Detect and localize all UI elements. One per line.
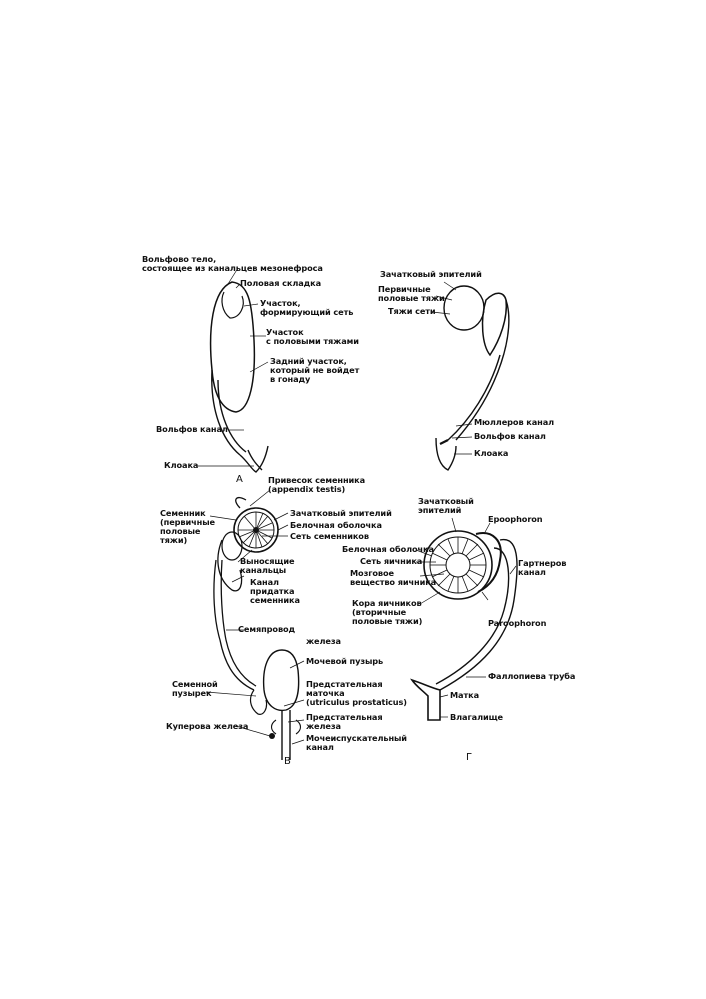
male-tract-drawing	[205, 489, 305, 760]
label-efferent-ducts: Выносящие канальцы	[240, 556, 295, 575]
label-prostatic-utricle: Предстательная маточка (utriculus prosta…	[306, 679, 407, 707]
label-gland: железа	[306, 636, 341, 646]
label-wolffian-body: Вольфово тело, состоящее из канальцев ме…	[142, 254, 323, 273]
panel-letter-g: Г	[466, 752, 473, 763]
label-wolffian-duct-b: Вольфов канал	[474, 431, 546, 441]
label-prostate: Предстательная железа	[306, 712, 383, 731]
label-germinal-epithelium-b: Зачатковый эпителий	[380, 269, 482, 279]
label-cowper: Куперова железа	[166, 721, 249, 731]
label-gartner: Гартнеров канал	[518, 558, 567, 577]
label-genital-fold: Половая складка	[240, 278, 322, 288]
panel-letter-a: А	[236, 474, 243, 485]
label-vas-deferens: Семяпровод	[238, 624, 296, 634]
label-epididymis-duct: Канал придатка семенника	[250, 577, 300, 605]
label-tunica-albuginea-v: Белочная оболочка	[290, 520, 382, 530]
label-seminal-vesicle: Семенной пузырек	[172, 679, 218, 698]
female-tract-drawing	[410, 517, 518, 721]
label-rete-testis: Сеть семенников	[290, 531, 369, 541]
label-mullerian-duct: Мюллеров канал	[474, 417, 555, 427]
label-cortex: Кора яичников (вторичные половые тяжи)	[352, 598, 423, 626]
label-rete-ovarii: Сеть яичника	[360, 556, 423, 566]
label-urethra: Мочеиспускательный канал	[306, 733, 407, 752]
label-posterior-region: Задний участок, который не войдет в гона…	[270, 356, 360, 384]
label-fallopian: Фаллопиева труба	[488, 671, 576, 681]
label-cords-region: Участок с половыми тяжами	[266, 327, 359, 346]
label-medulla: Мозговое вещество яичника	[350, 568, 437, 587]
label-wolffian-duct-a: Вольфов канал	[156, 424, 228, 434]
embryo-b-drawing	[431, 281, 510, 471]
label-tunica-albuginea-g: Белочная оболочка	[342, 544, 434, 554]
label-uterus: Матка	[450, 690, 479, 700]
label-appendix-testis: Привесок семенника (appendix testis)	[268, 475, 366, 494]
label-vagina: Влагалище	[450, 712, 504, 722]
label-epoophoron: Epoophoron	[488, 514, 543, 524]
label-paroophoron: Paroophoron	[488, 618, 547, 628]
panel-letter-v: В	[284, 756, 291, 767]
label-rete-region: Участок, формирующий сеть	[260, 298, 354, 317]
label-germinal-epithelium-g: Зачатковый эпителий	[418, 496, 474, 515]
label-rete-cords: Тяжи сети	[388, 306, 436, 316]
label-germinal-epithelium-v: Зачатковый эпителий	[290, 508, 392, 518]
label-bladder: Мочевой пузырь	[306, 656, 384, 666]
embryo-a-drawing	[198, 267, 269, 473]
label-cloaca-a: Клоака	[164, 460, 199, 470]
label-cloaca-b: Клоака	[474, 448, 509, 458]
label-primary-cords: Первичные половые тяжи	[378, 284, 445, 303]
label-testis: Семенник (первичные половые тяжи)	[160, 508, 215, 545]
